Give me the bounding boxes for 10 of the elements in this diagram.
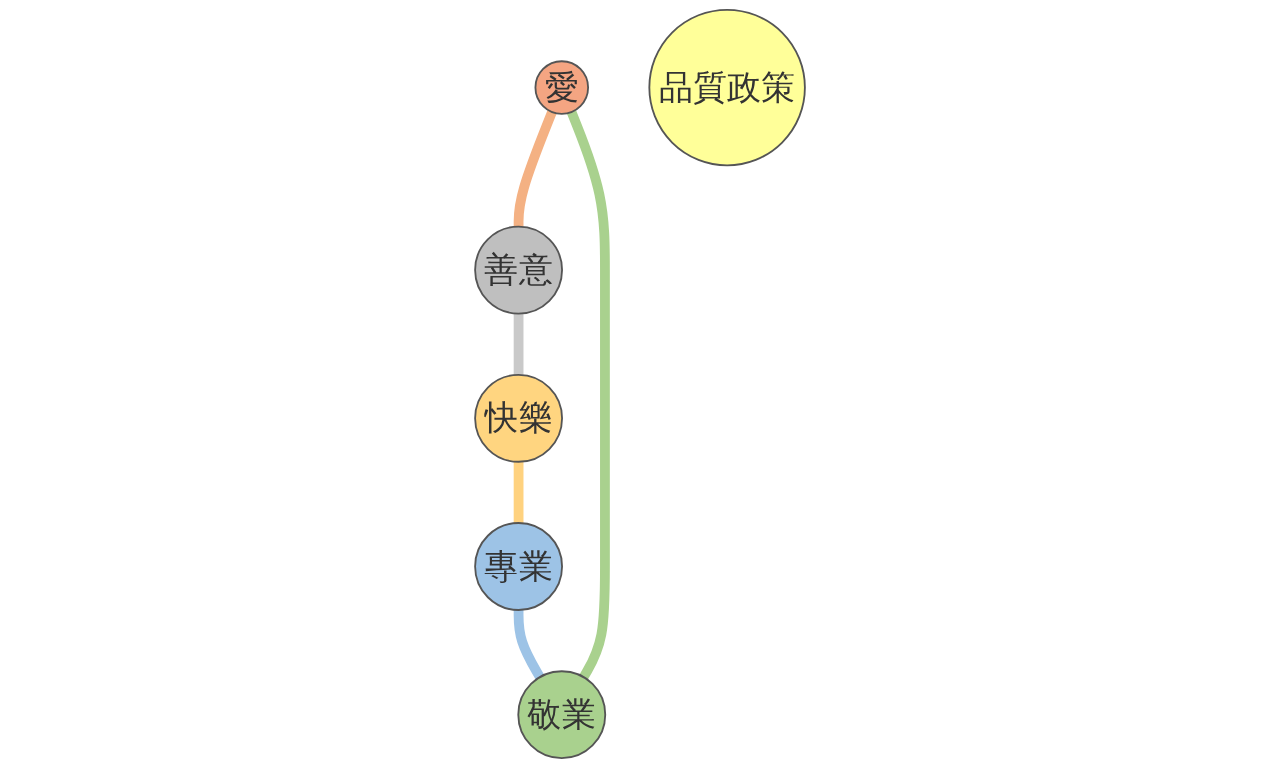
connector	[513, 610, 545, 680]
node-circle: 專業	[474, 522, 563, 611]
connector	[513, 461, 524, 523]
node-circle: 品質政策	[648, 8, 806, 167]
node-circle: 善意	[474, 225, 563, 315]
node-circle: 愛	[534, 60, 589, 115]
node-circle: 敬業	[517, 670, 607, 760]
connector	[566, 110, 610, 680]
connector	[513, 313, 524, 375]
connector	[513, 110, 557, 227]
